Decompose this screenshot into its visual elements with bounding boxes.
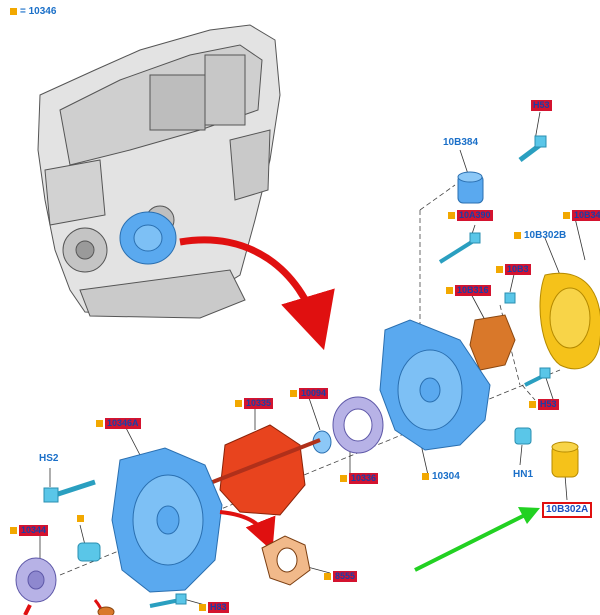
marker-icon [290,390,297,397]
part-bolt-lower[interactable] [524,367,551,387]
part-rectifier-orange[interactable] [469,292,516,371]
tag-bolt-bottom[interactable]: H83 [208,602,229,613]
part-hn1-nut[interactable] [514,427,532,445]
tag-upper-bolt[interactable]: 10A390 [457,210,493,221]
tag-bolt-lower[interactable]: H53 [538,399,559,410]
label-leaders [39,111,586,606]
tag-gasket[interactable]: 8555 [333,571,358,582]
label-hs2: HS2 [39,453,59,464]
part-rear-cover-yellow[interactable] [539,272,600,370]
tag-stator[interactable]: 10336 [349,473,379,484]
marker-icon [199,604,206,611]
tag-front-housing[interactable]: 10346A [105,418,141,429]
label-10b384: 10B384 [443,137,479,148]
marker-icon [422,473,429,480]
part-10b384-sleeve[interactable] [457,171,484,204]
label-10304: 10304 [432,471,460,482]
part-bolt-upper[interactable] [438,232,481,264]
marker-icon [96,420,103,427]
part-gasket[interactable] [261,535,311,586]
part-spacer[interactable] [77,542,101,562]
tag-rectifier[interactable]: 10B316 [455,285,491,296]
marker-icon [235,400,242,407]
legend-marker-icon [10,8,17,15]
part-hs2-bolt[interactable] [43,479,96,503]
marker-icon [324,573,331,580]
tag-bolt-top-right[interactable]: H53 [531,100,552,111]
marker-icon [563,212,570,219]
marker-icon [448,212,455,219]
engine-block [37,24,281,319]
legend-text: = 10346 [20,6,57,17]
part-rotor[interactable] [204,424,321,516]
part-bolt-bottom[interactable] [149,593,187,608]
marker-icon [77,515,84,522]
marker-icon [514,232,521,239]
marker-icon [340,475,347,482]
marker-icon [446,287,453,294]
marker-icon [10,527,17,534]
part-10304-rear-housing[interactable] [379,319,491,451]
tag-rear-cover[interactable]: 10B34 [572,210,600,221]
tag-bearing[interactable]: 10094 [299,388,329,399]
label-hn1: HN1 [513,469,534,480]
tag-highlighted-part[interactable]: 10B302A [542,502,593,518]
part-pulley[interactable] [15,557,57,603]
pointer-arrow-small [219,510,276,552]
part-10b302a-cap[interactable] [551,441,579,478]
pointer-arrow-green [414,513,526,572]
legend-header: = 10346 [10,6,56,17]
tag-rotor[interactable]: 10335 [244,398,274,409]
tag-pulley[interactable]: 10344 [19,525,49,536]
pointer-arrow-red [179,236,335,351]
engine-alternator [119,211,177,265]
tag-rectifier-right[interactable]: 10B3 [505,264,531,275]
part-front-housing[interactable] [111,447,223,593]
marker-icon [529,401,536,408]
part-bolt-top-right[interactable] [518,135,547,162]
label-10b302b: 10B302B [524,230,567,241]
marker-icon [496,266,503,273]
part-stator-ring[interactable] [332,396,384,454]
